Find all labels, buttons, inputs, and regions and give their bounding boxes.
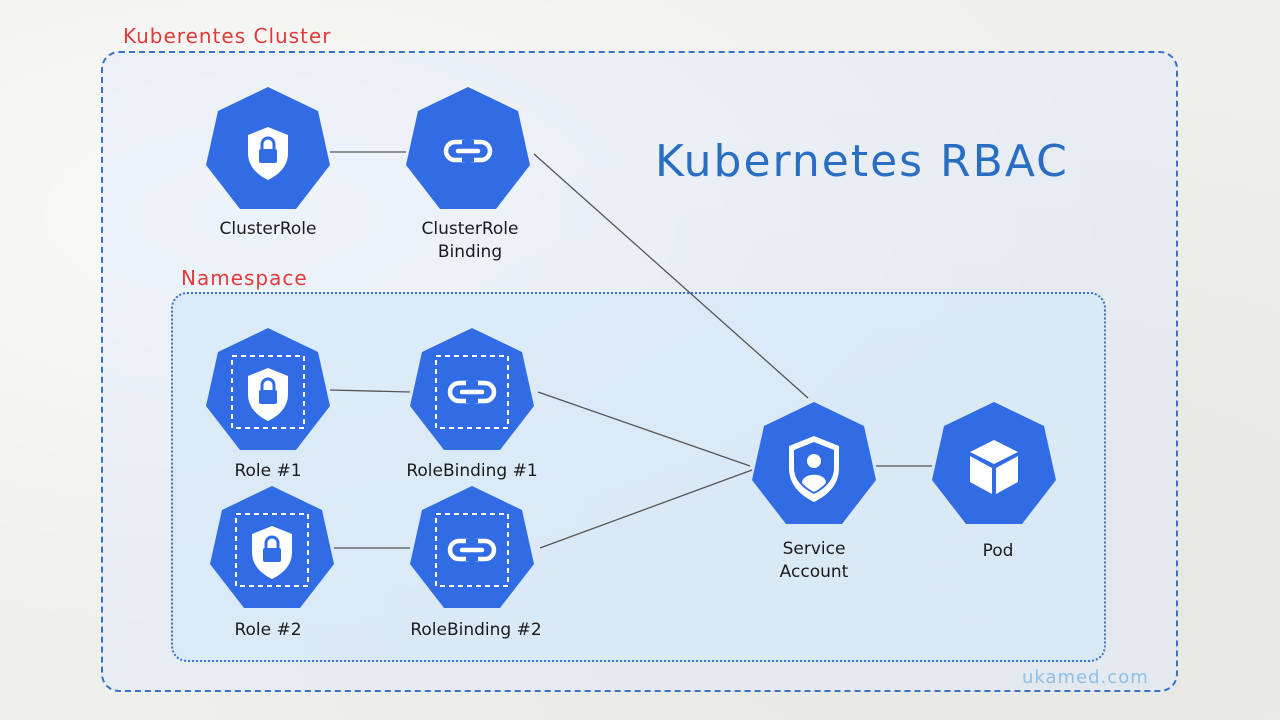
rolebinding1-node — [410, 328, 534, 450]
edge-role1-rolebinding1 — [329, 389, 411, 393]
watermark: ukamed.com — [1022, 667, 1149, 688]
role2-node — [210, 486, 334, 608]
pod-label: Pod — [982, 541, 1014, 561]
clusterrole-node — [206, 87, 330, 209]
clusterrolebinding-label: ClusterRole Binding — [390, 218, 550, 264]
serviceaccount-label-line2: Account — [779, 562, 849, 582]
clusterrolebinding-node — [406, 87, 530, 209]
role1-node — [206, 328, 330, 450]
connection-lines — [329, 151, 932, 549]
pod-node — [932, 402, 1056, 524]
edge-clusterrolebinding-serviceaccount — [533, 153, 809, 399]
namespace-label: Namespace — [181, 266, 308, 290]
serviceaccount-label-line1: Service — [782, 539, 846, 559]
role2-label: Role #2 — [234, 620, 302, 640]
edge-rolebinding2-serviceaccount — [539, 469, 753, 549]
rolebinding2-label: RoleBinding #2 — [410, 620, 542, 640]
clusterrolebinding-label-line1: ClusterRole — [421, 219, 519, 239]
diagram-title: Kubernetes RBAC — [655, 136, 1069, 187]
serviceaccount-node — [752, 402, 876, 524]
edge-rolebinding1-serviceaccount — [537, 391, 751, 467]
rolebinding2-node — [410, 486, 534, 608]
role1-label: Role #1 — [234, 461, 302, 481]
serviceaccount-label: Service Account — [734, 538, 894, 584]
rolebinding1-label: RoleBinding #1 — [406, 461, 538, 481]
clusterrolebinding-label-line2: Binding — [437, 242, 503, 262]
clusterrole-label: ClusterRole — [219, 219, 317, 239]
cluster-label: Kuberentes Cluster — [123, 24, 332, 48]
